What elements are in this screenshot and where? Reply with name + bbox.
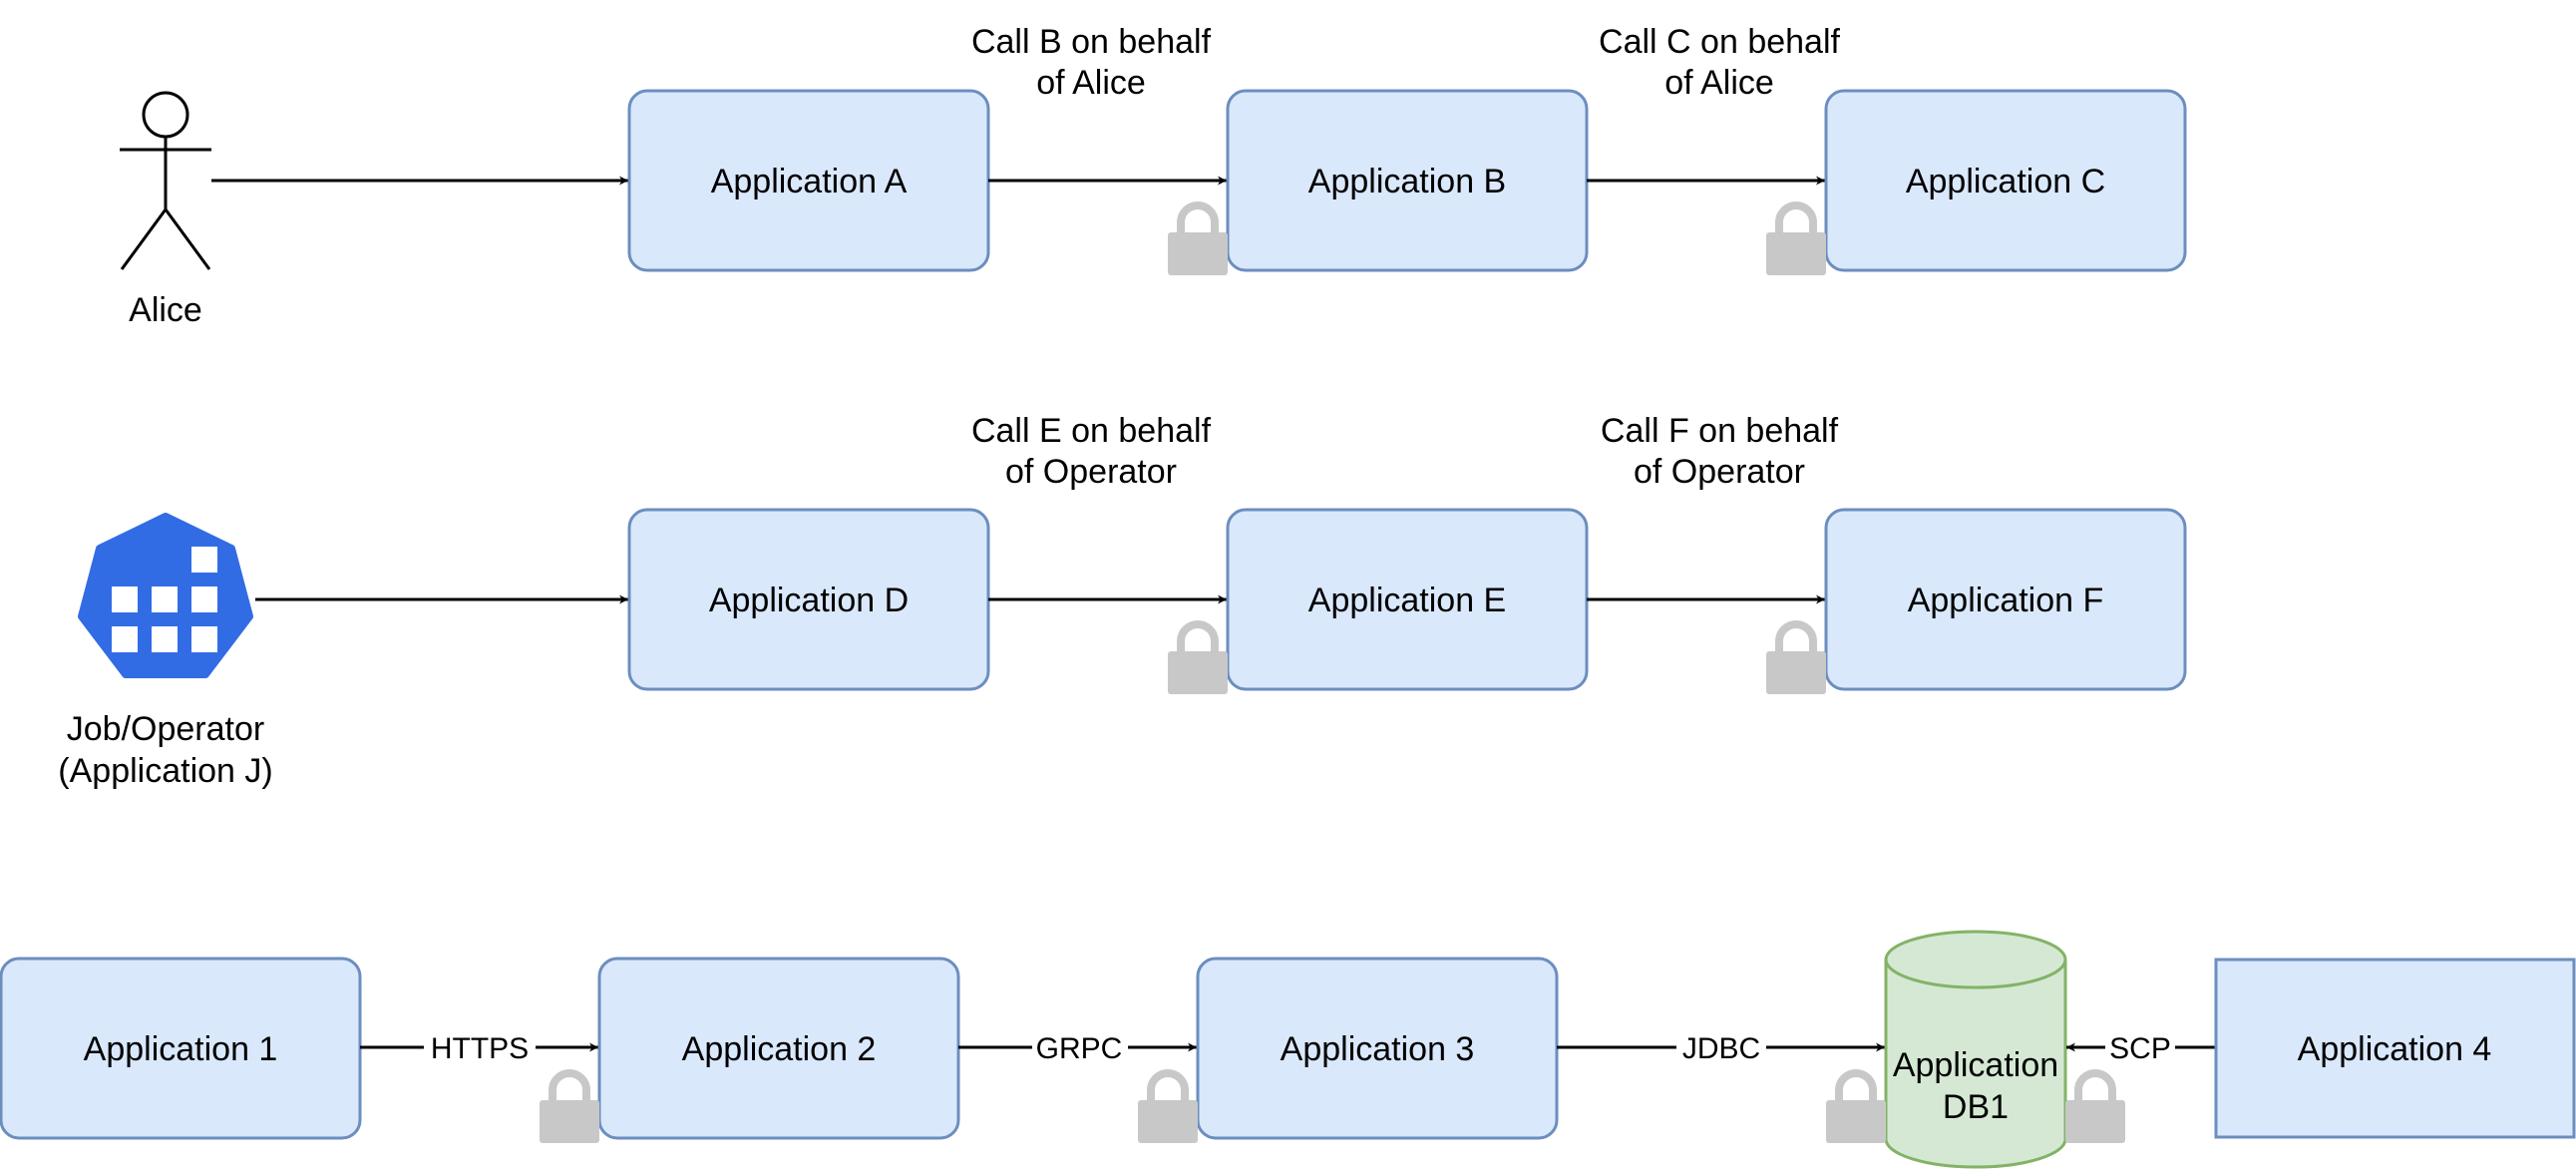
app-e-node[interactable]: Application E (1226, 508, 1589, 691)
edge-label-bg (1676, 1029, 1766, 1065)
call-b-label-line2: of Alice (1036, 64, 1146, 102)
call-f-label-line1: Call F on behalf (1601, 412, 1839, 450)
call-c-label-line1: Call C on behalf (1599, 23, 1840, 61)
call-e-label-line2: of Operator (1005, 453, 1177, 491)
stick-figure-icon (120, 91, 211, 270)
db1-label-line1: Application (1893, 1046, 2058, 1084)
app-b-node[interactable]: Application B (1226, 89, 1589, 272)
app-d-label: Application D (709, 582, 909, 619)
app-2-label: Application 2 (682, 1030, 877, 1068)
app-c-node[interactable]: Application C (1824, 89, 2187, 272)
kubernetes-job-icon (78, 513, 253, 678)
db1-cylinder-node[interactable]: Application DB1 (1884, 930, 2067, 1169)
edge-label-bg (424, 1029, 536, 1065)
call-f-label-line2: of Operator (1634, 453, 1805, 491)
lock-icon (2065, 1069, 2125, 1143)
app-c-box (1824, 89, 2187, 272)
app-3-node[interactable]: Application 3 (1196, 957, 1559, 1140)
app-1-label: Application 1 (84, 1030, 278, 1068)
lock-icon (1766, 620, 1826, 694)
db1-cylinder-body (1884, 960, 2067, 1169)
app-d-node[interactable]: Application D (627, 508, 990, 691)
lock-icon (1168, 201, 1228, 275)
edge-label-https: HTTPS (431, 1032, 529, 1065)
actor-label-job-line2: (Application J) (58, 752, 272, 790)
app-4-node[interactable]: Application 4 (2214, 958, 2576, 1139)
lock-icon (1826, 1069, 1886, 1143)
lock-icon (1138, 1069, 1198, 1143)
app-f-label: Application F (1908, 582, 2104, 619)
lock-icon (1766, 201, 1826, 275)
app-4-label: Application 4 (2298, 1030, 2492, 1068)
db1-cylinder-top (1884, 930, 2067, 989)
app-f-box (1824, 508, 2187, 691)
app-b-label: Application B (1308, 163, 1506, 200)
call-e-label-line1: Call E on behalf (971, 412, 1212, 450)
app-c-label: Application C (1906, 163, 2105, 200)
app-e-label: Application E (1308, 582, 1506, 619)
call-c-label-line2: of Alice (1664, 64, 1774, 102)
app-1-node[interactable]: Application 1 (0, 957, 362, 1140)
actor-label-alice: Alice (129, 291, 202, 329)
edge-label-jdbc: JDBC (1682, 1032, 1760, 1065)
app-4-box (2214, 958, 2576, 1139)
lock-icon (1168, 620, 1228, 694)
app-a-node[interactable]: Application A (627, 89, 990, 272)
edge-label-bg (1032, 1029, 1128, 1065)
row-job-operator: Job/Operator (Application J) Application… (58, 412, 2187, 790)
app-3-label: Application 3 (1281, 1030, 1475, 1068)
actor-label-job-line1: Job/Operator (67, 710, 264, 748)
edge-label-grpc: GRPC (1036, 1032, 1123, 1065)
edge-label-scp: SCP (2109, 1032, 2171, 1065)
app-2-node[interactable]: Application 2 (597, 957, 960, 1140)
row-protocols: Application 1 HTTPS Application 2 GRPC A… (0, 930, 2576, 1169)
db1-label-line2: DB1 (1943, 1088, 2009, 1126)
call-b-label-line1: Call B on behalf (971, 23, 1212, 61)
app-a-label: Application A (711, 163, 908, 200)
app-f-node[interactable]: Application F (1824, 508, 2187, 691)
edge-label-bg (2105, 1029, 2175, 1065)
row-alice: Alice Application A Call B on behalf of … (120, 23, 2187, 329)
lock-icon (540, 1069, 599, 1143)
